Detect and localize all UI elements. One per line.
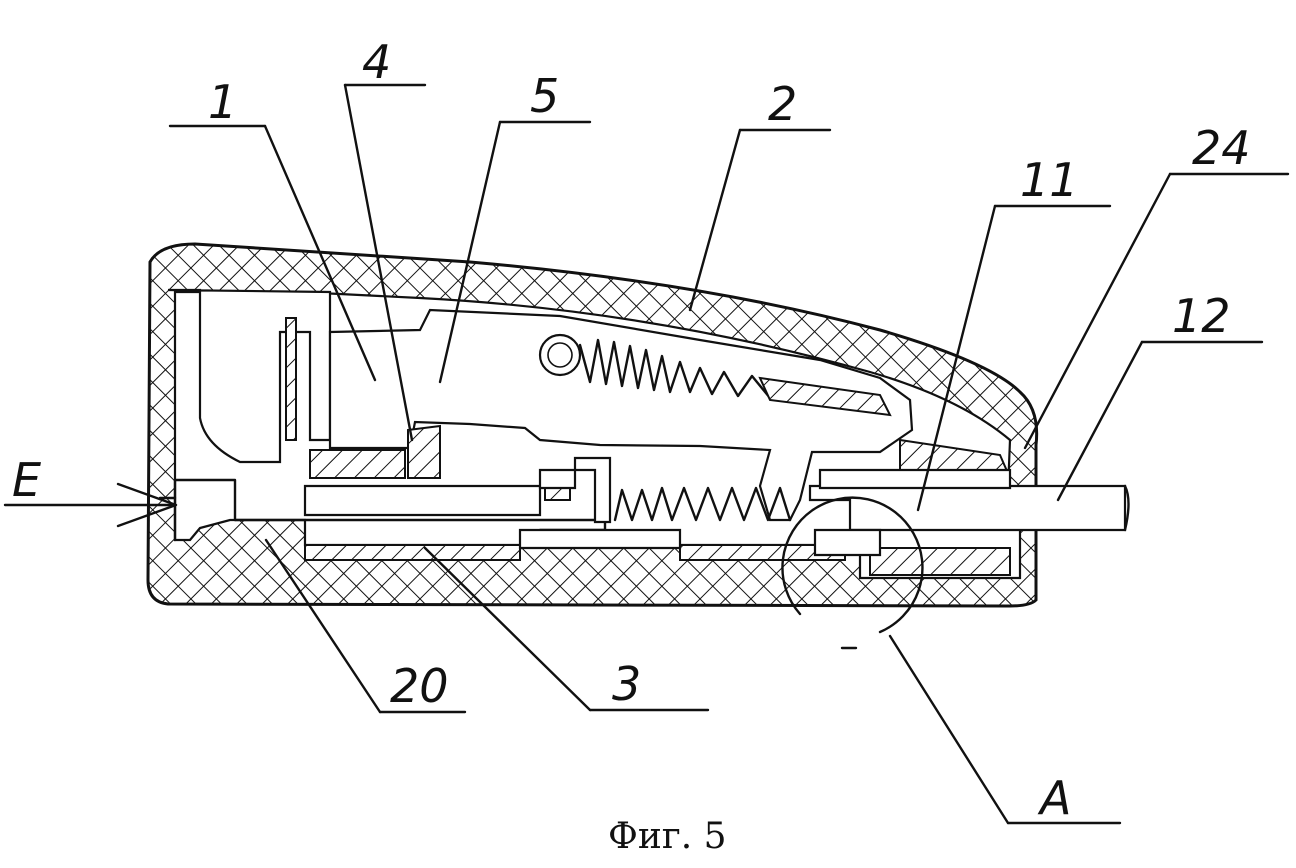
left-inner-wall <box>167 288 332 464</box>
label-e: E <box>12 453 41 507</box>
label-5: 5 <box>530 69 559 123</box>
label-2: 2 <box>768 77 797 131</box>
label-20: 20 <box>390 659 449 713</box>
detail-circle-a <box>781 496 924 650</box>
label-11: 11 <box>1020 153 1079 207</box>
part-11 <box>813 468 1012 557</box>
figure-caption: Фиг. 5 <box>608 816 727 857</box>
label-a: A <box>1037 771 1071 825</box>
label-1: 1 <box>208 75 237 129</box>
cable-12 <box>808 484 1130 532</box>
leader-lines <box>3 83 1290 825</box>
label-24: 24 <box>1192 121 1251 175</box>
lower-spring <box>613 486 792 522</box>
upper-spring <box>578 338 772 400</box>
label-12: 12 <box>1172 289 1231 343</box>
reference-labels: 1 4 5 2 24 11 12 20 3 A E <box>12 35 1251 825</box>
label-4: 4 <box>362 35 391 89</box>
label-3: 3 <box>612 657 641 711</box>
entry-channel <box>158 478 237 542</box>
base-plate <box>233 456 682 550</box>
